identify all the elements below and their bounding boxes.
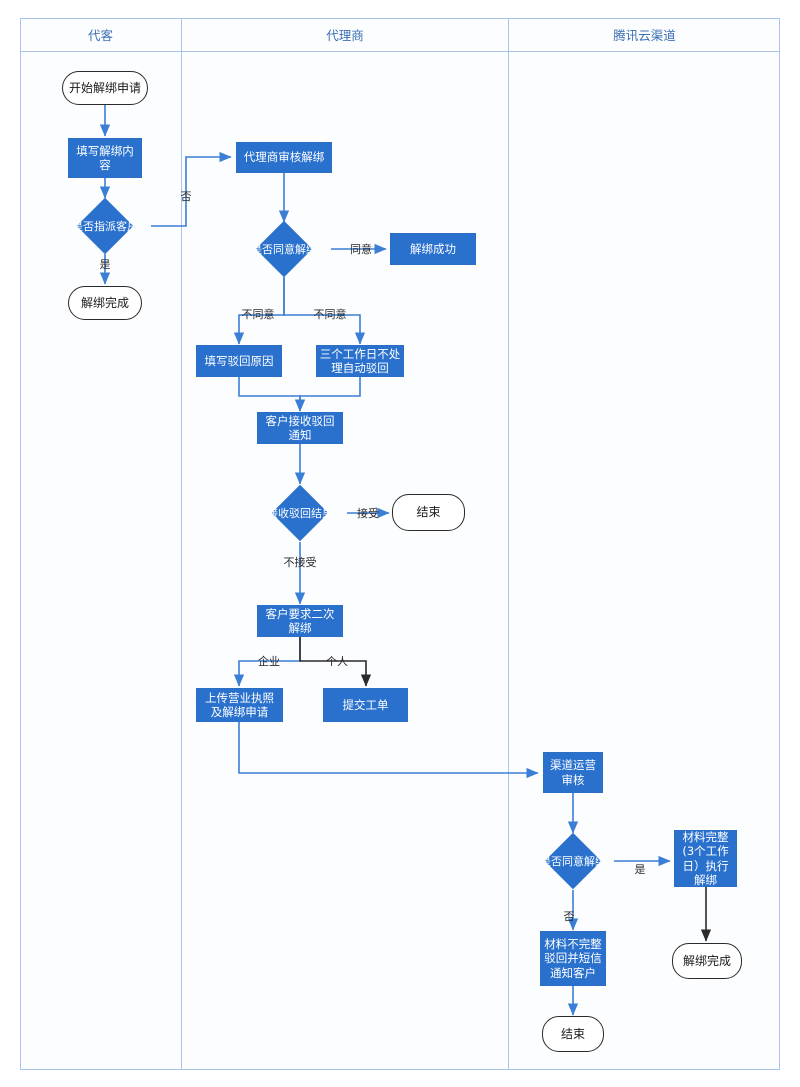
lane-header-agent-label: 代理商 [326,28,364,43]
edge-label-accept: 接受 [357,507,379,520]
node-fill-reject-reason-label: 填写驳回原因 [204,353,274,368]
lane-header-channel-label: 腾讯云渠道 [613,28,676,43]
node-end-middle[interactable]: 结束 [392,494,465,531]
edge-label-no-assign: 否 [180,190,192,203]
node-end-middle-label: 结束 [416,505,441,520]
edge-label-yes-assign: 是 [99,258,111,271]
node-fill-unbind-content[interactable]: 填写解绑内 容 [68,138,142,178]
node-agent-review-label: 代理商审核解绑 [243,150,325,165]
lane-header-customer: 代客 [20,18,181,51]
node-channel-ops-review[interactable]: 渠道运营 审核 [543,752,603,793]
node-start-label: 开始解绑申请 [68,80,141,95]
edge-label-agree: 同意 [350,243,372,256]
node-start[interactable]: 开始解绑申请 [62,71,148,105]
lane-header-customer-label: 代客 [87,28,113,43]
node-submit-ticket-label: 提交工单 [342,697,389,712]
edge-label-disagree-left: 不同意 [241,308,275,321]
node-agent-review[interactable]: 代理商审核解绑 [236,142,332,173]
edge-label-disagree-right: 不同意 [313,308,347,321]
node-unbind-done-left-label: 解绑完成 [80,295,129,310]
node-material-complete[interactable]: 材料完整 (3个工作 日）执行 解绑 [674,830,737,887]
node-auto-reject-3days[interactable]: 三个工作日不处 理自动驳回 [316,345,404,377]
lane-divider-2 [508,52,509,1070]
node-end-right-label: 结束 [560,1026,585,1041]
edge-label-channel-no: 否 [563,910,575,923]
node-material-incomplete-label: 材料不完整 驳回并短信 通知客户 [544,937,602,980]
node-customer-second-unbind-label: 客户要求二次 解绑 [265,606,335,635]
swimlane-board [20,18,780,1070]
node-channel-agree-question-label: 是否同意解绑 [540,855,606,868]
node-channel-agree-question[interactable]: 是否同意解绑 [540,832,606,890]
node-fill-unbind-content-label: 填写解绑内 容 [76,143,134,172]
node-unbind-done-right[interactable]: 解绑完成 [672,943,742,979]
node-agree-unbind-question[interactable]: 是否同意解绑 [251,220,317,278]
node-agree-unbind-question-label: 是否同意解绑 [251,243,317,256]
node-assign-customer-question[interactable]: 是否指派客户 [72,197,138,255]
node-material-complete-label: 材料完整 (3个工作 日）执行 解绑 [682,830,729,887]
node-material-incomplete[interactable]: 材料不完整 驳回并短信 通知客户 [540,931,606,986]
node-customer-receive-reject-label: 客户接收驳回 通知 [265,413,335,442]
node-assign-customer-question-label: 是否指派客户 [72,220,138,233]
edge-label-not-accept: 不接受 [283,556,317,569]
node-unbind-success-label: 解绑成功 [410,241,456,256]
node-unbind-success[interactable]: 解绑成功 [390,233,476,265]
node-end-right[interactable]: 结束 [542,1016,604,1052]
node-unbind-done-left[interactable]: 解绑完成 [68,286,142,320]
node-customer-receive-reject[interactable]: 客户接收驳回 通知 [257,412,343,444]
swimlane-header-row: 代客 代理商 腾讯云渠道 [20,18,780,52]
node-fill-reject-reason[interactable]: 填写驳回原因 [196,345,282,377]
node-customer-second-unbind[interactable]: 客户要求二次 解绑 [257,605,343,637]
node-auto-reject-3days-label: 三个工作日不处 理自动驳回 [319,346,401,375]
node-upload-license[interactable]: 上传营业执照 及解绑申请 [196,688,283,722]
lane-header-agent: 代理商 [181,18,508,51]
node-receive-reject-result-question[interactable]: 接收驳回结果 [267,484,333,542]
node-submit-ticket[interactable]: 提交工单 [323,688,408,722]
lane-header-channel: 腾讯云渠道 [508,18,780,51]
node-receive-reject-result-question-label: 接收驳回结果 [267,507,333,520]
edge-label-individual: 个人 [326,655,348,668]
node-unbind-done-right-label: 解绑完成 [682,953,731,968]
edge-label-enterprise: 企业 [258,655,280,668]
node-channel-ops-review-label: 渠道运营 审核 [550,758,596,787]
edge-label-channel-yes: 是 [634,863,646,876]
node-upload-license-label: 上传营业执照 及解绑申请 [205,690,274,719]
lane-divider-1 [181,52,182,1070]
